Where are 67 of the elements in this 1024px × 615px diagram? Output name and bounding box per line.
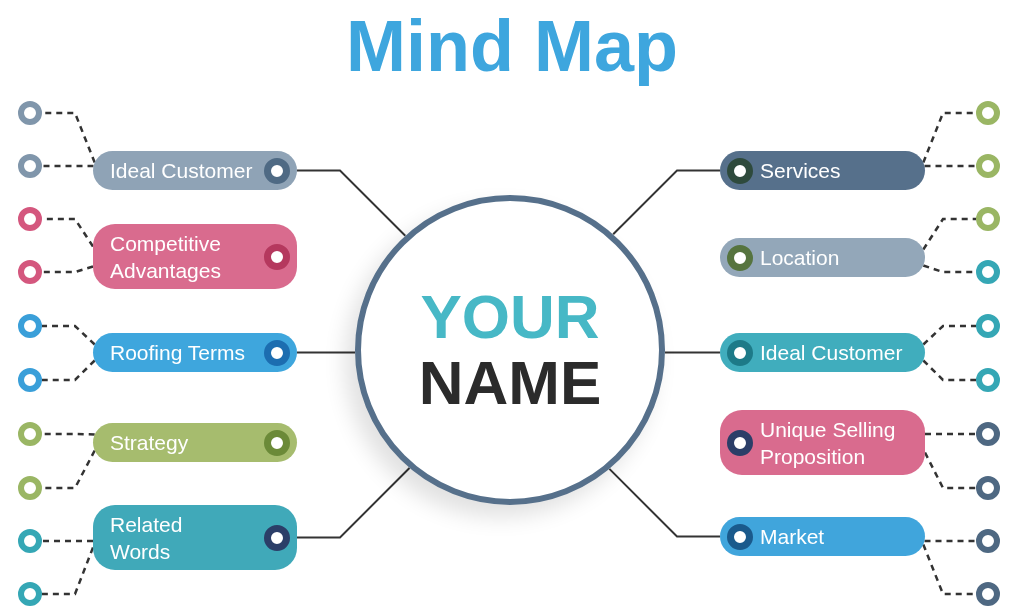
topic-pill bbox=[93, 505, 297, 570]
ring-node bbox=[976, 368, 1000, 392]
ring-node bbox=[18, 154, 42, 178]
dashed-connector bbox=[922, 217, 976, 251]
dashed-connector bbox=[42, 324, 96, 346]
topic-label: Location bbox=[760, 245, 841, 271]
topic-label: Services bbox=[760, 158, 842, 184]
connector-line bbox=[296, 169, 407, 237]
topic-pill bbox=[720, 410, 925, 475]
topic-pill bbox=[93, 224, 297, 289]
ring-node bbox=[976, 582, 1000, 606]
dashed-connector bbox=[42, 265, 94, 274]
ring-node bbox=[18, 260, 42, 284]
dashed-connector bbox=[922, 111, 976, 163]
dashed-connector bbox=[42, 111, 96, 163]
dashed-connector bbox=[42, 432, 95, 436]
dashed-connector bbox=[42, 164, 94, 168]
ring-node bbox=[18, 314, 42, 338]
connector-line bbox=[664, 351, 721, 354]
dashed-connector bbox=[922, 324, 976, 346]
ring-node bbox=[18, 207, 42, 231]
connector-line bbox=[296, 351, 356, 354]
ring-node bbox=[18, 529, 42, 553]
ring-node bbox=[18, 101, 42, 125]
dashed-connector bbox=[42, 359, 96, 382]
connector-line bbox=[608, 467, 721, 538]
name-text: NAME bbox=[418, 350, 602, 416]
ring-node bbox=[976, 260, 1000, 284]
topic-pill bbox=[720, 333, 925, 372]
connector-line bbox=[296, 467, 411, 539]
topic-pill bbox=[720, 151, 925, 190]
topic-label: Related Words bbox=[110, 511, 184, 565]
topic-pill bbox=[93, 333, 297, 372]
ring-node bbox=[18, 368, 42, 392]
dashed-connector bbox=[924, 164, 976, 168]
dashed-connector bbox=[923, 451, 976, 490]
ring-node bbox=[976, 101, 1000, 125]
dashed-connector bbox=[42, 539, 93, 543]
dashed-connector bbox=[922, 544, 976, 596]
ring-node bbox=[18, 422, 42, 446]
topic-pill bbox=[93, 423, 297, 462]
topic-label: Competitive Advantages bbox=[110, 230, 222, 284]
dashed-connector bbox=[924, 539, 976, 543]
connector-line bbox=[612, 169, 721, 236]
name-text: YOUR bbox=[420, 284, 600, 350]
topic-label: Ideal Customer bbox=[110, 158, 254, 184]
ring-node bbox=[976, 207, 1000, 231]
topic-label: Unique Selling Proposition bbox=[760, 416, 897, 470]
ring-node bbox=[18, 476, 42, 500]
ring-node bbox=[976, 314, 1000, 338]
ring-node bbox=[976, 422, 1000, 446]
ring-node bbox=[18, 582, 42, 606]
topic-label: Strategy bbox=[110, 430, 190, 456]
topic-label: Ideal Customer bbox=[760, 340, 904, 366]
topic-pill bbox=[720, 238, 925, 277]
title: Mind Map bbox=[346, 5, 678, 88]
dashed-connector bbox=[922, 359, 976, 382]
topic-pill bbox=[720, 517, 925, 556]
topic-label: Market bbox=[760, 524, 826, 550]
ring-node bbox=[976, 529, 1000, 553]
topic-pill bbox=[93, 151, 297, 190]
dashed-connector bbox=[925, 432, 976, 436]
dashed-connector bbox=[42, 547, 95, 596]
topic-label: Roofing Terms bbox=[110, 340, 246, 366]
dashed-connector bbox=[42, 449, 96, 490]
ring-node bbox=[976, 154, 1000, 178]
ring-node bbox=[976, 476, 1000, 500]
